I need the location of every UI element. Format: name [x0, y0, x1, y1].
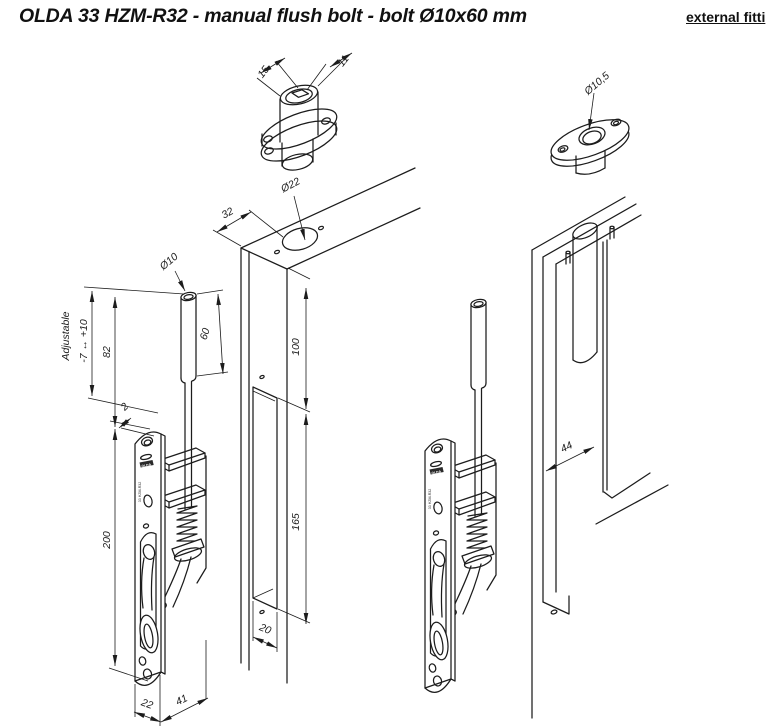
dim-adjust-range: -7 ↔ +10	[78, 319, 90, 363]
dim-profile-hole: Ø22	[278, 175, 302, 195]
faceplate-logo: OLDA	[141, 463, 152, 469]
page-title: OLDA 33 HZM-R32 - manual flush bolt - bo…	[19, 5, 527, 27]
external-fitting-link[interactable]: external fitti	[686, 9, 766, 25]
dim-channel-width: 44	[559, 439, 575, 455]
flush-bolt-assembly-right	[424, 297, 497, 693]
dim-keeper-hole: Ø10,5	[581, 70, 612, 98]
dim-plate-length: 200	[101, 531, 113, 550]
dim-plate-thickness: 2	[118, 400, 131, 413]
faceplate-text: 33 HZM-R32	[138, 482, 142, 503]
dim-bush-hole: 11	[336, 53, 352, 69]
dim-adjustable-label: Adjustable	[60, 311, 72, 361]
dim-top-to-cutout: 100	[290, 338, 302, 356]
dim-cutout-length: 165	[290, 513, 302, 531]
keeper-plate-drawing: Ø10,5	[550, 70, 630, 175]
guide-bush-drawing: 15 11	[255, 52, 353, 171]
dim-rod-diameter: Ø10	[157, 251, 181, 274]
dim-hole-offset: 32	[220, 205, 236, 221]
dim-rod-projection: 82	[101, 346, 113, 358]
flush-bolt-assembly-left: OLDA 33 HZM-R32	[134, 291, 207, 686]
door-profile-drawing: Ø22 32 100 165 20	[212, 167, 421, 684]
dim-cutout-width: 20	[257, 621, 273, 637]
dim-rod-length: 60	[198, 327, 213, 342]
dim-plate-width: 22	[139, 696, 155, 712]
dim-body-depth: 41	[174, 692, 190, 708]
frame-channel-drawing: 44	[531, 196, 669, 719]
dim-bush-width: 15	[255, 64, 272, 81]
